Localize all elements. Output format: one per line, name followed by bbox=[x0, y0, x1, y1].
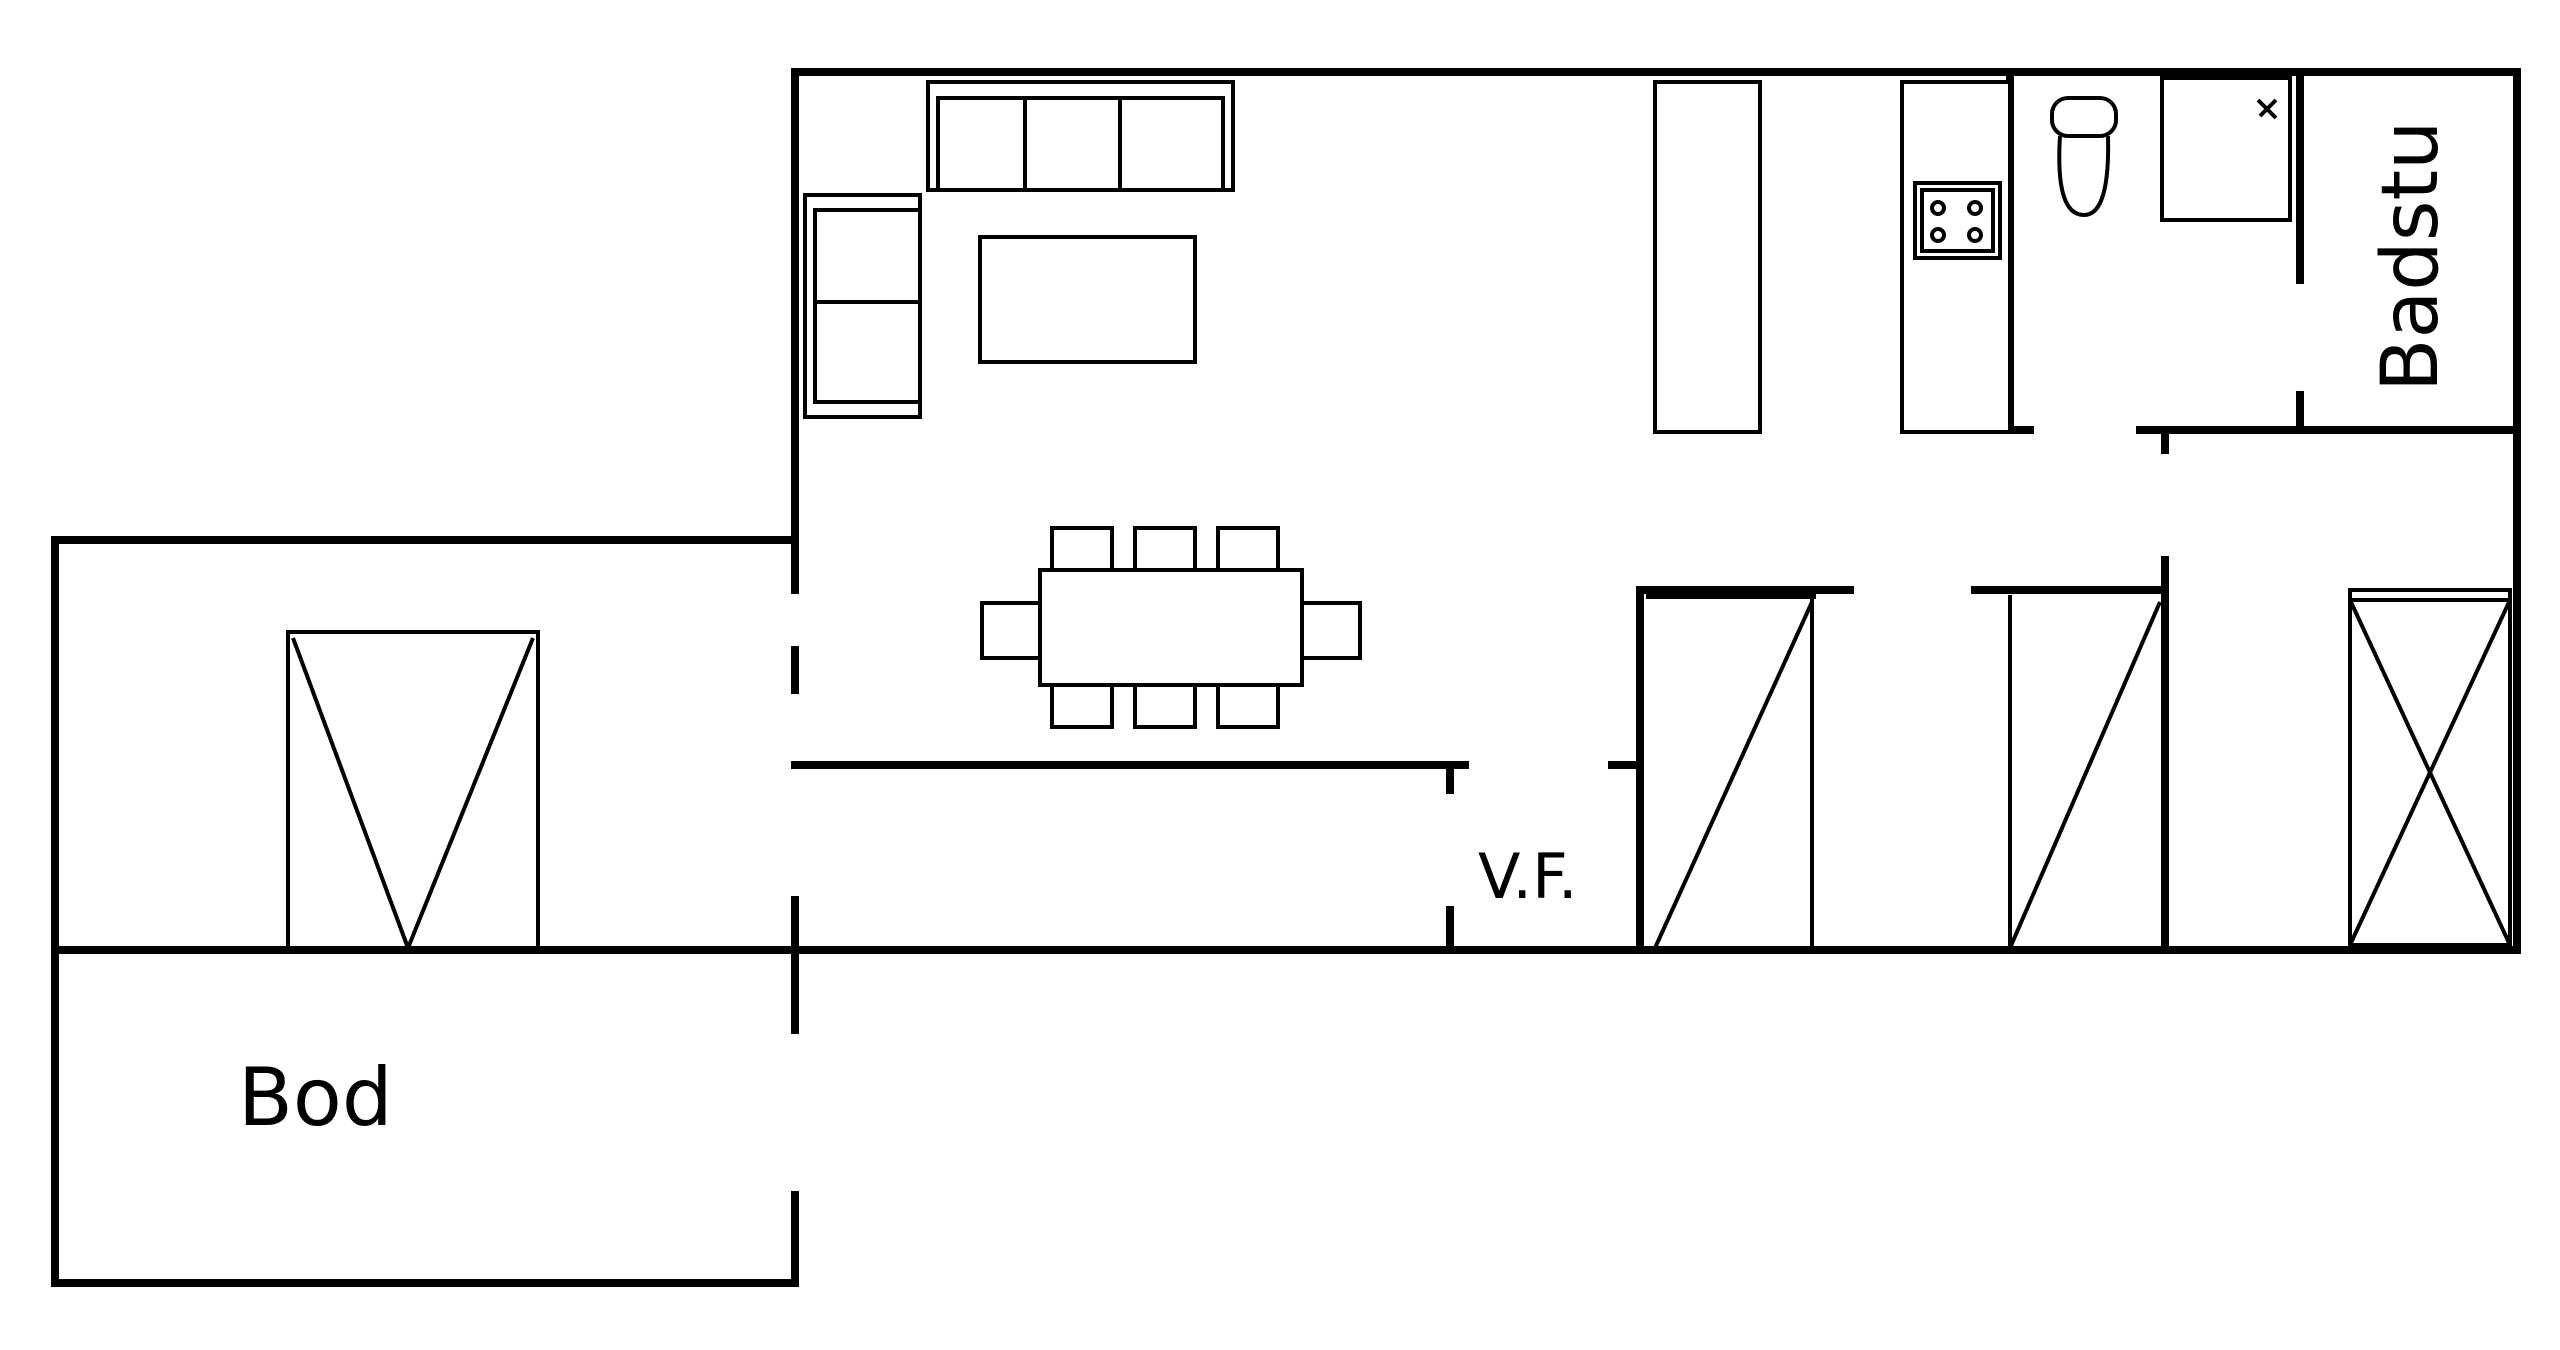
shower-icon bbox=[2160, 76, 2292, 222]
bed-1 bbox=[1646, 591, 1816, 949]
label-bod: Bod bbox=[238, 1051, 393, 1144]
stove-icon bbox=[1913, 181, 2002, 260]
bunk-bed bbox=[2348, 588, 2512, 947]
coffee-table bbox=[978, 235, 1197, 364]
bed-left-annex bbox=[286, 630, 540, 950]
sofa-left bbox=[803, 193, 922, 419]
label-badstu: Badstu bbox=[2366, 121, 2456, 392]
sofa-top bbox=[926, 80, 1235, 192]
bed-2 bbox=[2008, 595, 2162, 949]
dining-table bbox=[980, 526, 1362, 729]
toilet-icon bbox=[2050, 96, 2118, 218]
label-vf: V.F. bbox=[1478, 840, 1578, 913]
